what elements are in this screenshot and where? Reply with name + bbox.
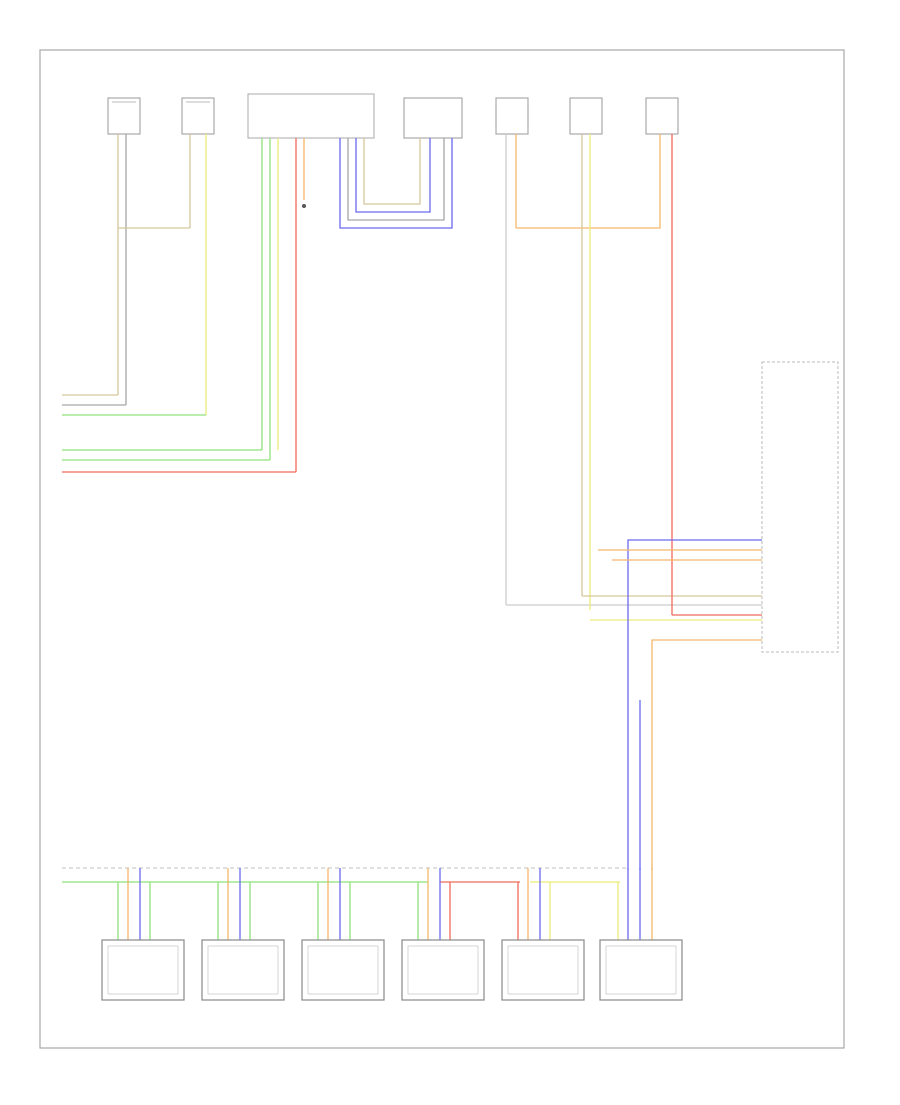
bottom-module-1	[101, 939, 185, 1001]
wires-harness-to-control-unit	[598, 539, 762, 870]
top-component-1	[107, 97, 141, 135]
bottom-module-3	[301, 939, 385, 1001]
top-component-4	[403, 97, 463, 139]
wires-right-sensors	[505, 134, 762, 621]
bottom-bus	[62, 867, 628, 883]
wires-bottom-modules	[117, 868, 653, 940]
bottom-module-4	[401, 939, 485, 1001]
bottom-module-2	[201, 939, 285, 1001]
top-component-7	[645, 97, 679, 135]
wires-control-unit	[62, 138, 453, 473]
top-component-3	[247, 93, 375, 139]
top-component-6	[569, 97, 603, 135]
bottom-module-5	[501, 939, 585, 1001]
bottom-module-6	[599, 939, 683, 1001]
top-component-2	[181, 97, 215, 135]
wires-left-sensors	[62, 134, 207, 416]
top-component-5	[495, 97, 529, 135]
control-unit	[761, 361, 839, 653]
diagram-frame	[39, 49, 845, 1049]
